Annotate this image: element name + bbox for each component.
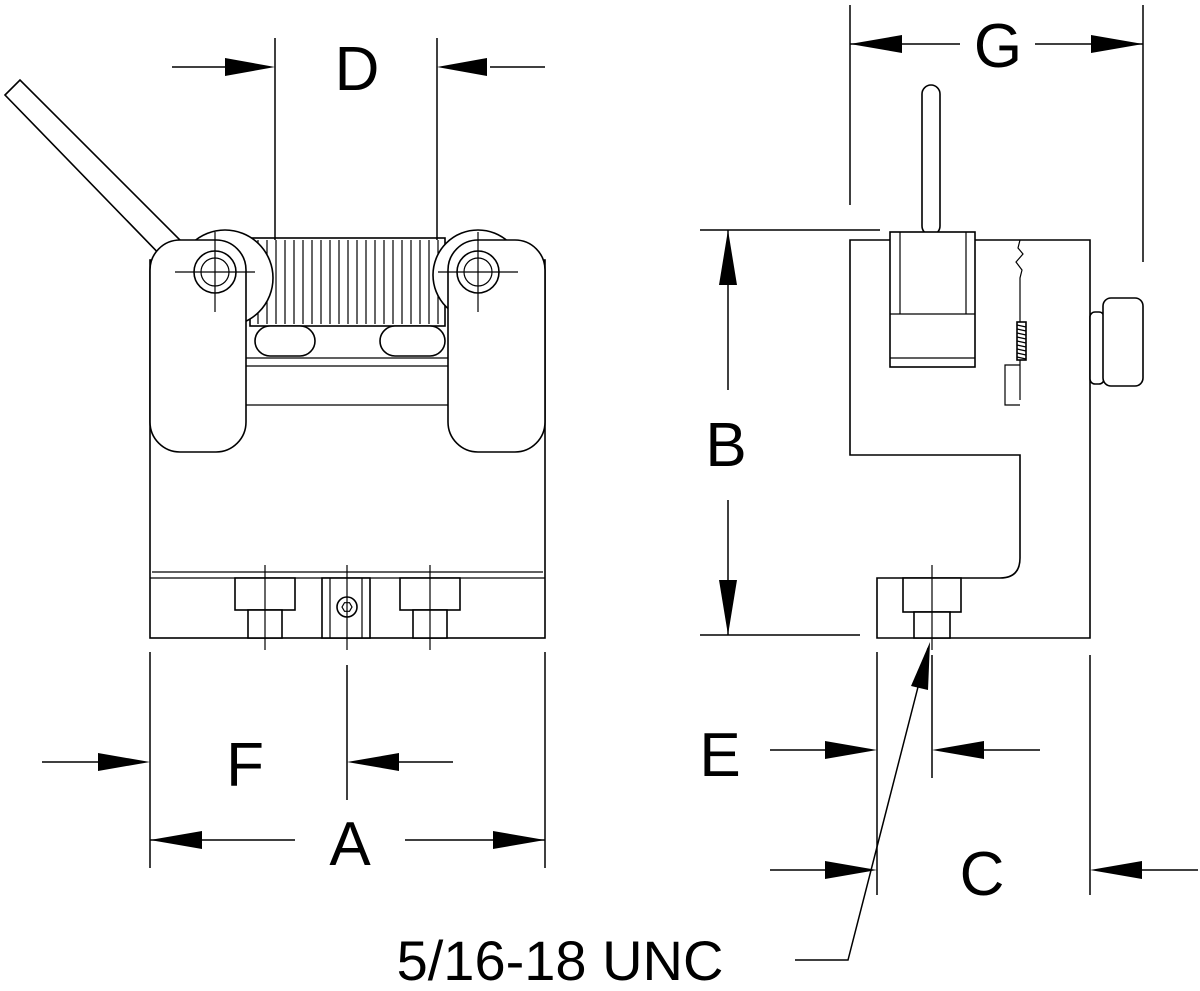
side-knurl-line bbox=[1016, 332, 1027, 336]
dim-c-label: C bbox=[960, 840, 1005, 909]
front-view bbox=[3, 78, 546, 650]
dim-c-arrow-right bbox=[1090, 861, 1142, 879]
dim-b-arrow-bottom bbox=[719, 580, 737, 635]
thread-leader-arrow bbox=[911, 642, 930, 690]
side-knurl-line bbox=[1016, 356, 1027, 360]
side-knurl-line bbox=[1016, 328, 1027, 332]
dim-d-arrow-left bbox=[225, 58, 275, 76]
left-cam-lever bbox=[149, 239, 247, 453]
dim-b-arrow-top bbox=[719, 230, 737, 285]
dim-d-arrow-right bbox=[437, 58, 487, 76]
dim-e-arrow-left bbox=[825, 741, 877, 759]
dim-g-arrow-right bbox=[1091, 35, 1143, 53]
thumb-knob-neck bbox=[1089, 311, 1105, 385]
dim-g-arrow-left bbox=[850, 35, 902, 53]
thread-leader-line bbox=[795, 647, 929, 961]
dim-d-label: D bbox=[335, 35, 380, 104]
side-knurl-line bbox=[1016, 340, 1027, 344]
slot-left bbox=[254, 325, 316, 357]
side-view bbox=[849, 84, 1144, 650]
dim-e-arrow-right bbox=[932, 741, 984, 759]
side-knurl-line bbox=[1016, 352, 1027, 356]
handle-rod bbox=[3, 78, 192, 267]
dim-c-arrow-left bbox=[825, 861, 877, 879]
side-knurl-lines bbox=[1016, 324, 1027, 360]
dim-e-label: E bbox=[699, 721, 740, 790]
dim-g-label: G bbox=[974, 12, 1022, 81]
side-knurl-line bbox=[1016, 336, 1027, 340]
hex-socket-icon bbox=[341, 602, 353, 612]
knurl-lines bbox=[257, 240, 439, 324]
plunger-pin bbox=[921, 84, 941, 236]
dim-f-label: F bbox=[226, 731, 264, 800]
dim-f-arrow-right bbox=[347, 753, 399, 771]
step-feature bbox=[1004, 364, 1020, 406]
break-line bbox=[1015, 239, 1024, 400]
dim-a-arrow-left bbox=[150, 831, 202, 849]
dim-a-label: A bbox=[329, 810, 371, 879]
dim-b-label: B bbox=[705, 411, 746, 480]
dim-f-arrow-left bbox=[98, 753, 150, 771]
dimensions: D G B F A bbox=[42, 5, 1198, 991]
side-knurl-line bbox=[1016, 344, 1027, 348]
side-knurl-line bbox=[1016, 348, 1027, 352]
dim-a-arrow-right bbox=[493, 831, 545, 849]
side-knurl-line bbox=[1016, 324, 1027, 328]
thread-callout: 5/16-18 UNC bbox=[397, 929, 724, 991]
cam-block bbox=[889, 231, 976, 368]
thumb-knob bbox=[1102, 297, 1144, 387]
slot-right bbox=[379, 325, 446, 357]
